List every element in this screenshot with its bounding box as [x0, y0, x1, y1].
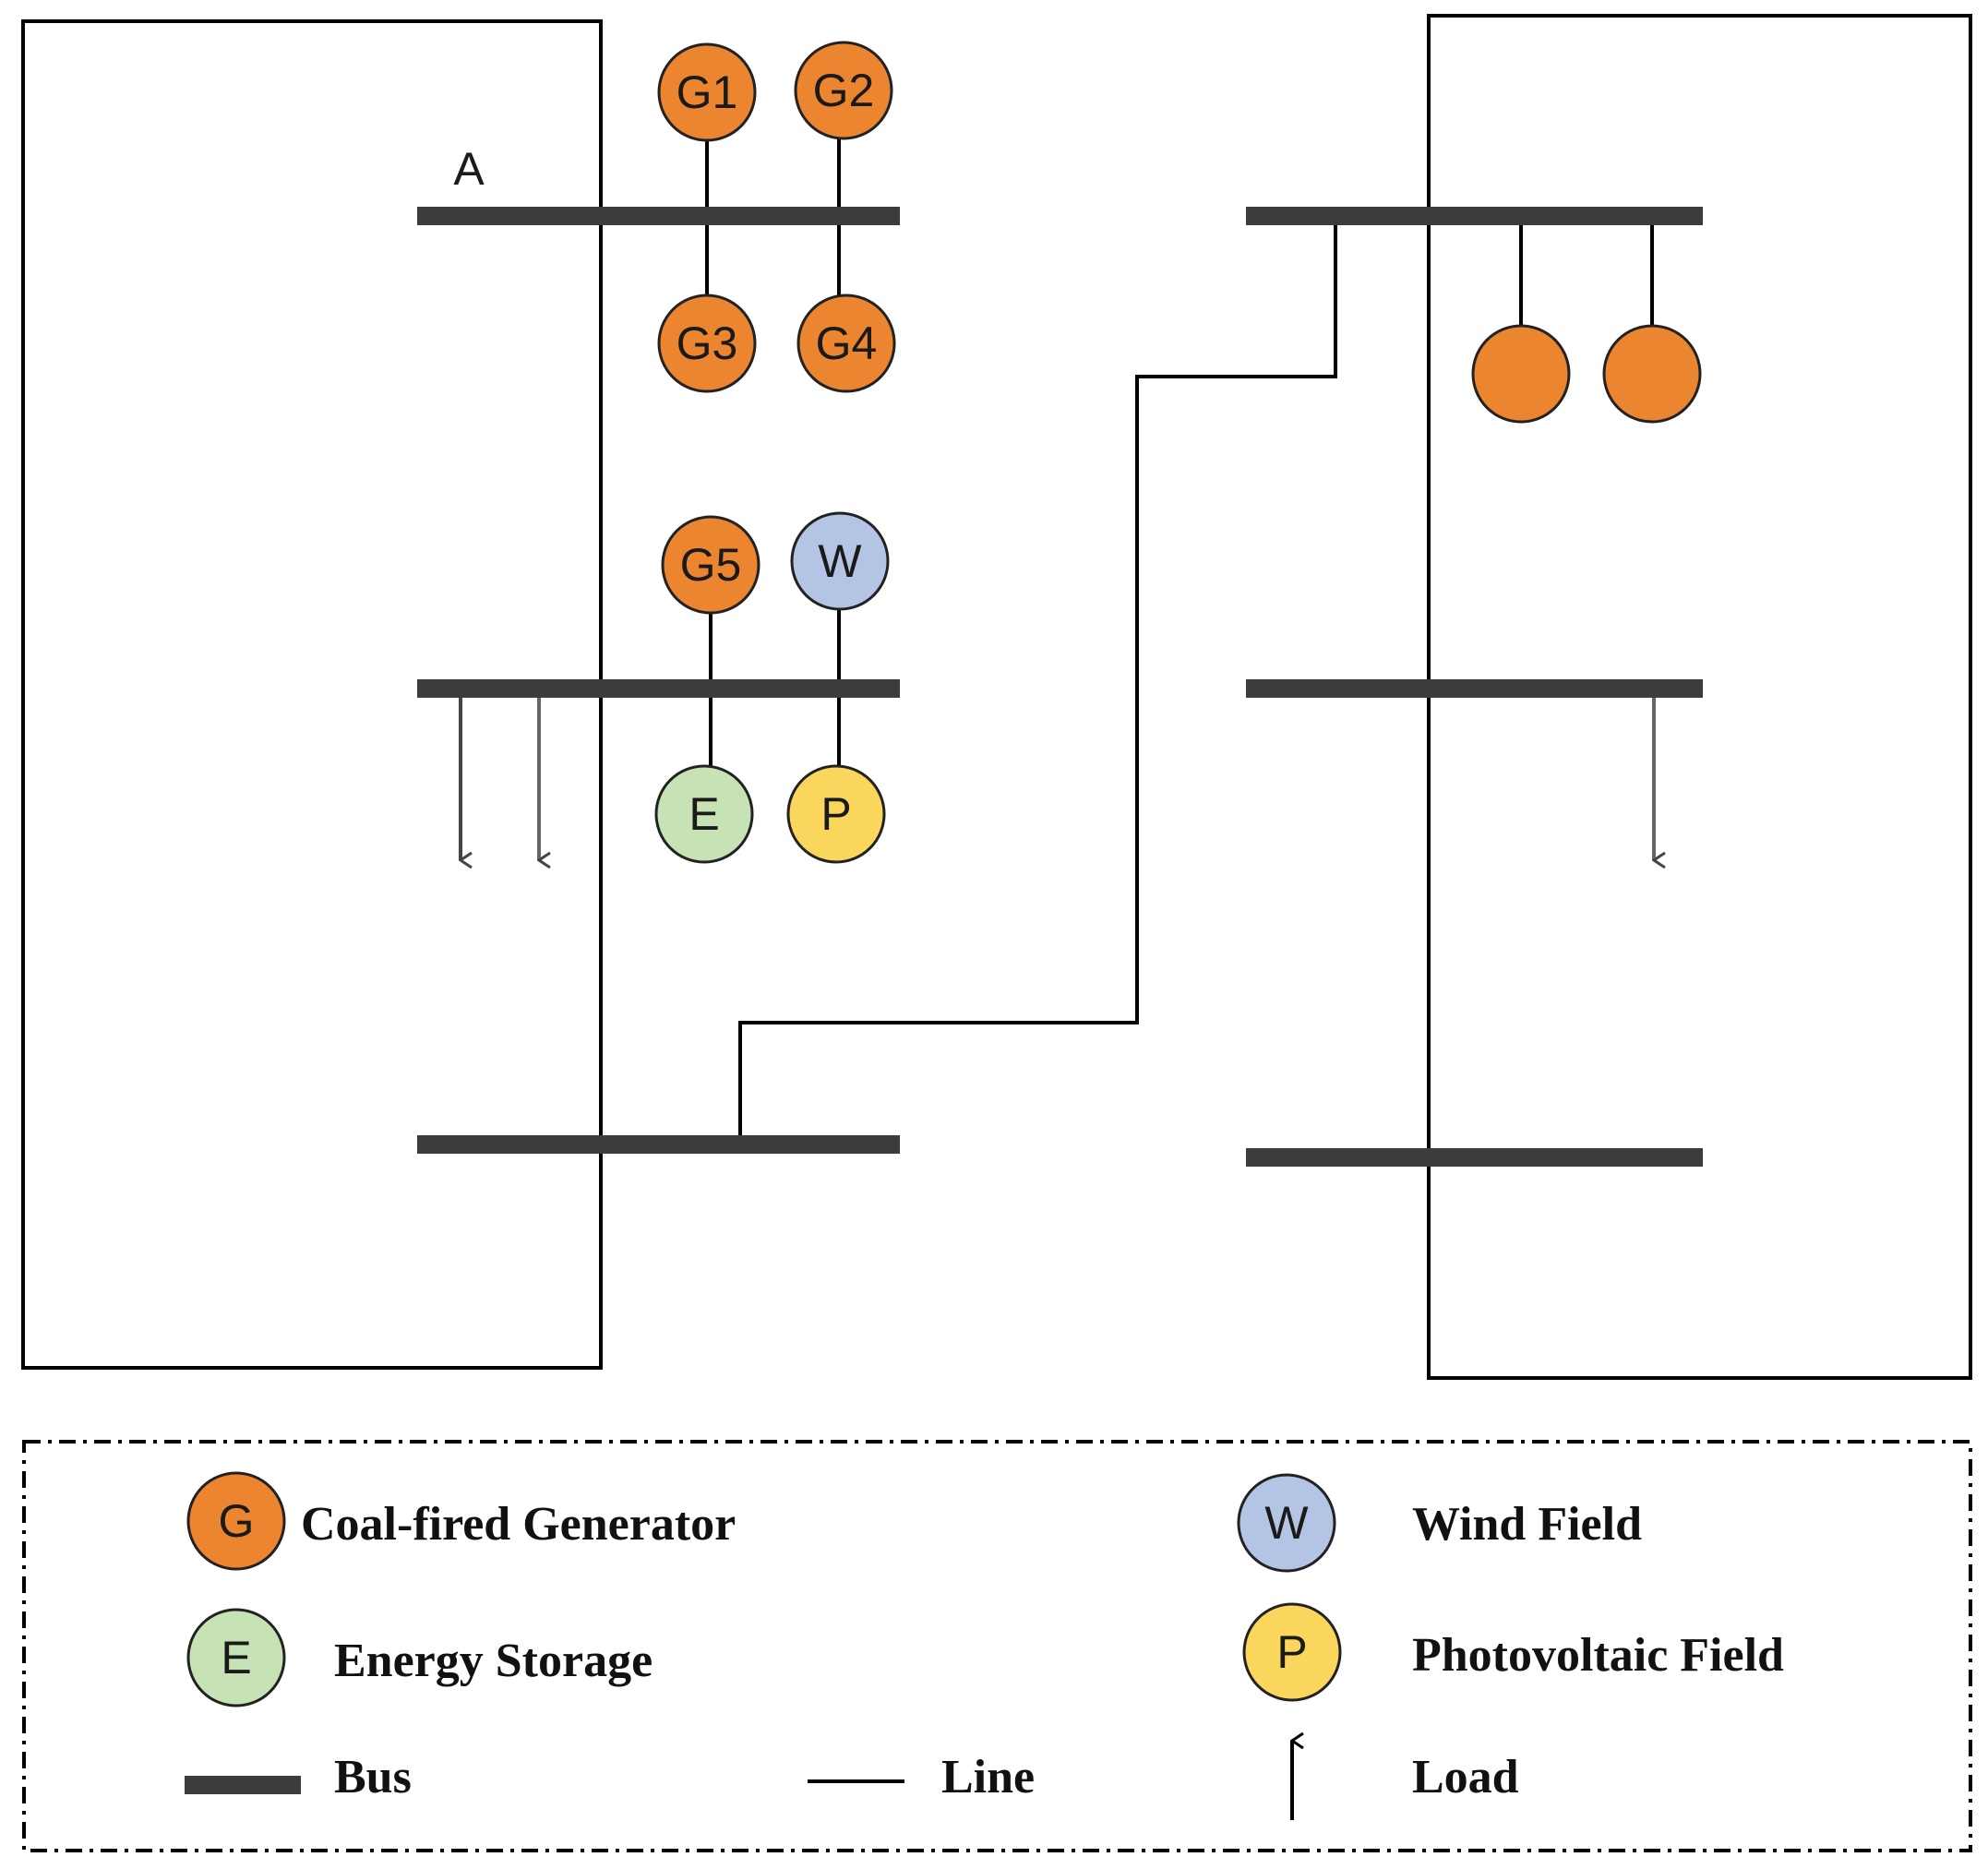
legend-coal-label: Coal-fired Generator — [301, 1498, 736, 1551]
coal-generator-icon — [661, 515, 760, 615]
g1-label: G1 — [677, 66, 738, 118]
coal-generator-icon — [186, 1471, 286, 1571]
tie-line — [738, 214, 1337, 1144]
legend: G Coal-fired Generator E Energy Storage … — [22, 1440, 1972, 1852]
g4-node: G4 — [796, 294, 896, 393]
legend-storage: E Energy Storage — [186, 1608, 653, 1707]
energy-storage-icon — [654, 764, 754, 864]
legend-wind: W Wind Field — [1237, 1473, 1642, 1573]
g2-label: G2 — [813, 65, 875, 116]
legend-storage-label: Energy Storage — [334, 1635, 653, 1687]
legend-pv-symbol: P — [1276, 1626, 1307, 1678]
wind-field-icon — [790, 511, 890, 611]
wind-field-icon — [1237, 1473, 1336, 1573]
bus-a-label: A — [453, 143, 485, 195]
legend-coal-symbol: G — [219, 1495, 255, 1547]
g2-node: G2 — [794, 41, 893, 140]
legend-line: Line — [808, 1751, 1035, 1803]
legend-bus-label: Bus — [334, 1751, 412, 1803]
legend-line-label: Line — [941, 1751, 1035, 1803]
legend-pv: P Photovoltaic Field — [1242, 1602, 1784, 1702]
g5-node: G5 — [661, 515, 760, 615]
e-label: E — [689, 788, 719, 840]
legend-coal: G Coal-fired Generator — [186, 1471, 736, 1571]
g3-label: G3 — [677, 317, 738, 369]
w-node: W — [790, 511, 890, 611]
photovoltaic-field-icon — [1242, 1602, 1342, 1702]
coal-generator-icon — [657, 42, 757, 142]
coal-generator-icon — [657, 294, 757, 393]
energy-storage-icon — [186, 1608, 286, 1707]
w-label: W — [818, 535, 862, 587]
g5-label: G5 — [680, 539, 742, 591]
legend-pv-label: Photovoltaic Field — [1412, 1629, 1784, 1682]
g1-node: G1 — [657, 42, 757, 142]
legend-load: Load — [1290, 1741, 1519, 1820]
e-node: E — [654, 764, 754, 864]
legend-storage-symbol: E — [221, 1632, 251, 1683]
legend-wind-label: Wind Field — [1412, 1498, 1642, 1551]
coal-generator-icon — [1602, 324, 1702, 424]
legend-load-label: Load — [1412, 1751, 1519, 1803]
legend-wind-symbol: W — [1264, 1497, 1309, 1549]
legend-bus: Bus — [185, 1751, 412, 1803]
g4-label: G4 — [816, 317, 878, 369]
coal-generator-icon — [1471, 324, 1571, 424]
p-node: P — [786, 764, 886, 864]
p-label: P — [820, 788, 851, 840]
coal-generator-icon — [794, 41, 893, 140]
coal-generator-icon — [796, 294, 896, 393]
photovoltaic-field-icon — [786, 764, 886, 864]
g3-node: G3 — [657, 294, 757, 393]
legend-box — [22, 1440, 1972, 1852]
